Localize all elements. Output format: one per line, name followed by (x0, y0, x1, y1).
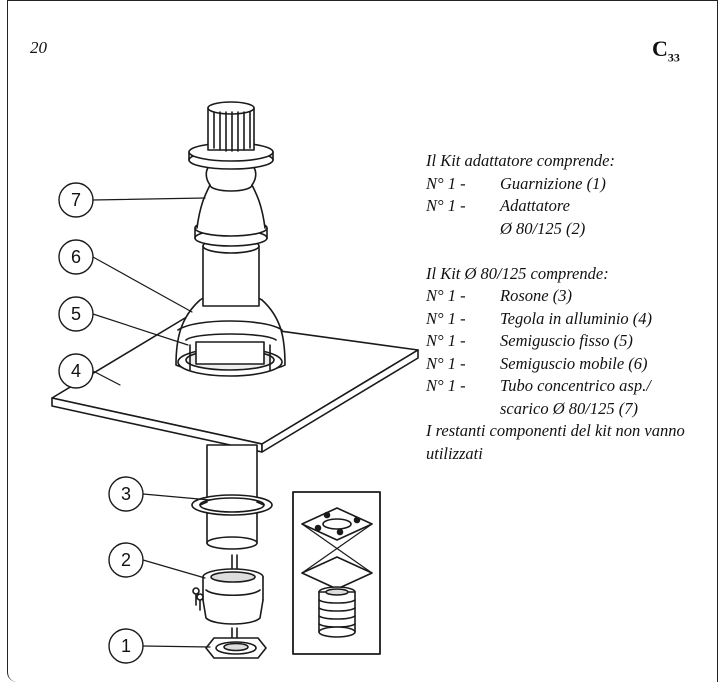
concentric-pipe-upper (188, 101, 274, 307)
item-description-continued: scarico Ø 80/125 (7) (500, 398, 638, 418)
item-quantity: N° 1 - (426, 173, 466, 193)
badge-letter: C (652, 36, 668, 61)
callout-5: 5 (71, 304, 81, 324)
list-item: N° 1 - Adattatore (426, 195, 716, 218)
item-description: Adattatore (500, 196, 570, 215)
callout-2: 2 (121, 550, 131, 570)
adapter-kit-title: Il Kit adattatore comprende: (426, 151, 615, 170)
callout-7: 7 (71, 190, 81, 210)
badge-subscript: 33 (667, 50, 680, 65)
item-quantity: N° 1 - (426, 376, 466, 395)
item-quantity: N° 1 - (426, 331, 466, 350)
page-frame (7, 0, 718, 682)
list-item: N° 1 - Semiguscio fisso (5) (426, 330, 716, 353)
item-quantity: N° 1 - (426, 308, 466, 328)
list-item: N° 1 - Tegola in alluminio (4) (426, 308, 716, 331)
list-item: N° 1 - Guarnizione (1) (426, 173, 716, 196)
item-description: Tubo concentrico asp./ (500, 376, 651, 395)
unused-components-note: I restanti componenti del kit non vanno … (426, 421, 685, 463)
list-item: N° 1 - Rosone (3) (426, 285, 716, 308)
item-description: Guarnizione (1) (500, 173, 606, 193)
item-description: Rosone (3) (500, 286, 572, 305)
half-shells (175, 291, 286, 377)
callout-3: 3 (121, 484, 131, 504)
adapter (192, 554, 264, 625)
concentric-pipe-lower (191, 444, 273, 550)
roof-tile-aluminium (51, 317, 419, 453)
main-kit-title: Il Kit Ø 80/125 comprende: (426, 263, 609, 283)
callout-leaders (92, 197, 211, 648)
page-number: 20 (30, 38, 47, 57)
item-description: Semiguscio fisso (5) (500, 331, 633, 350)
kit-contents-text: Il Kit adattatore comprende: N° 1 - Guar… (426, 150, 716, 465)
item-description: Tegola in alluminio (4) (500, 308, 653, 328)
list-item: N° 1 - Tubo concentrico asp./ (426, 375, 716, 398)
item-quantity: N° 1 - (426, 196, 466, 215)
item-quantity: N° 1 - (426, 286, 466, 305)
item-quantity: N° 1 - (426, 353, 466, 373)
callout-circles (58, 182, 144, 664)
gasket (205, 627, 267, 659)
callout-4: 4 (71, 361, 81, 381)
installation-type-badge: C33 (652, 36, 680, 65)
callout-1: 1 (121, 636, 131, 656)
inset-detail (292, 491, 381, 655)
item-description: Semiguscio mobile (6) (500, 353, 648, 373)
item-description-continued: Ø 80/125 (2) (500, 218, 586, 238)
callout-6: 6 (71, 247, 81, 267)
list-item: N° 1 - Semiguscio mobile (6) (426, 353, 716, 376)
